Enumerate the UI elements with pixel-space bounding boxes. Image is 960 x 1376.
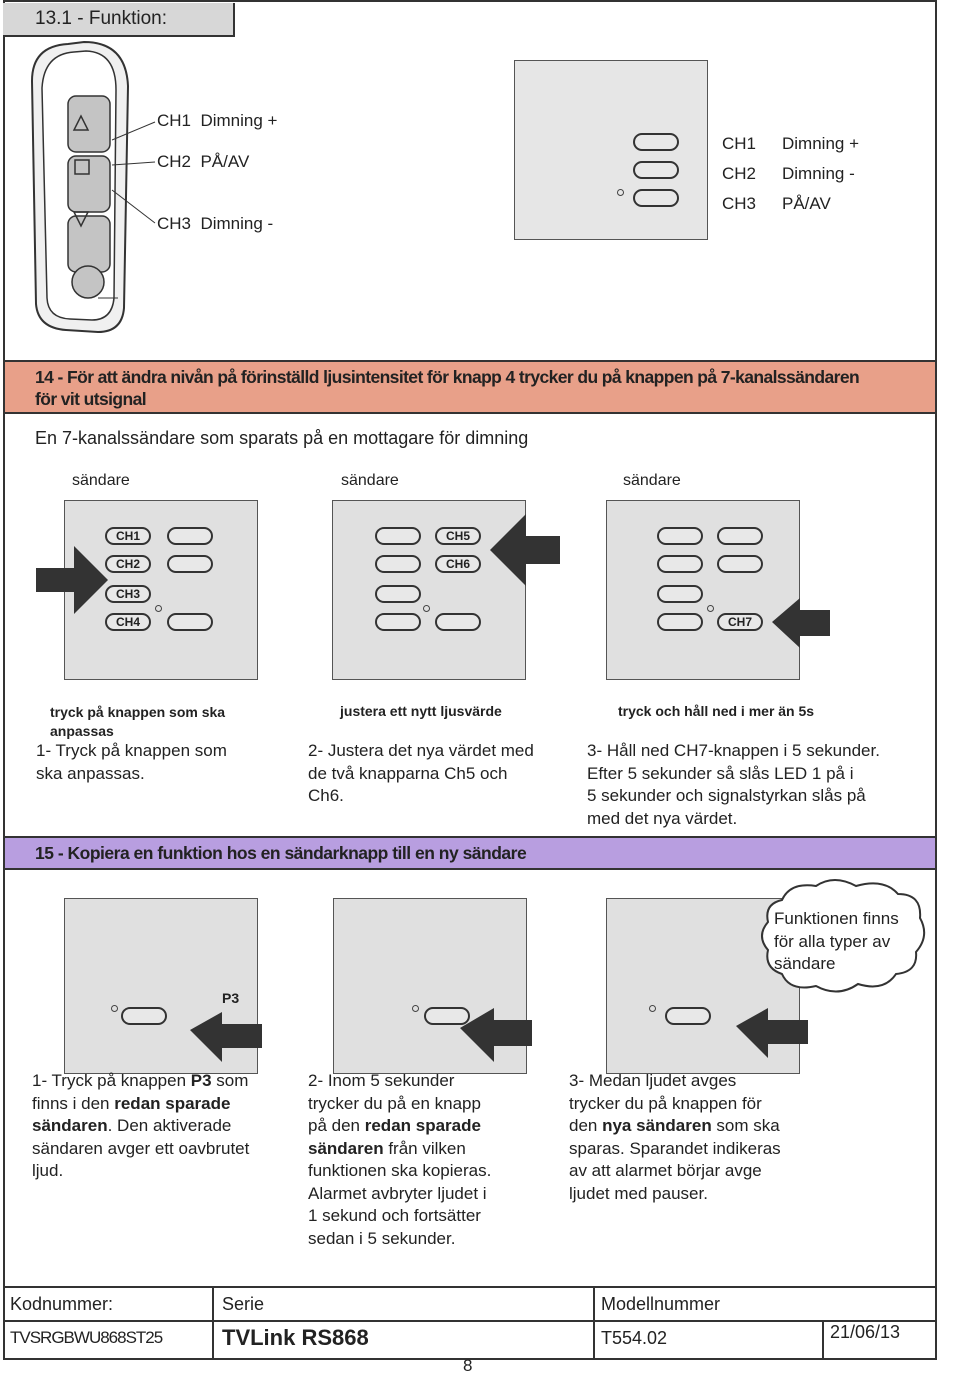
button-blank[interactable] (717, 527, 763, 545)
arrow-left-icon (772, 598, 830, 648)
remote-button-icons (72, 114, 90, 228)
step3-text: 3- Håll ned CH7-knappen i 5 sekunder.Eft… (587, 741, 880, 828)
copy-step1-text: 1- Tryck på knappen P3 som finns i den r… (32, 1071, 250, 1180)
transmitter-panel-2: CH5 CH6 (332, 500, 526, 680)
footer-mid-border (3, 1320, 937, 1322)
led-indicator (155, 605, 162, 612)
arrow-left-icon (190, 1012, 262, 1062)
button-blank[interactable] (657, 555, 703, 573)
transmitter-button[interactable] (665, 1007, 711, 1025)
led-indicator (111, 1005, 118, 1012)
led-indicator (412, 1005, 419, 1012)
p3-label: P3 (222, 990, 240, 1006)
section-15-banner: 15 - Kopiera en funktion hos en sändarkn… (3, 836, 937, 870)
arrow-left-icon (490, 514, 560, 586)
button-blank[interactable] (657, 527, 703, 545)
switch-button-ch2[interactable] (633, 161, 679, 179)
button-ch1[interactable]: CH1 (105, 527, 151, 545)
button-ch6[interactable]: CH6 (435, 555, 481, 573)
button-blank[interactable] (657, 585, 703, 603)
switch-button-ch1[interactable] (633, 133, 679, 151)
arrow-right-icon (36, 546, 108, 614)
remote-label-ch3: CH3 Dimning - (157, 214, 274, 233)
footer-serie-label: Serie (222, 1294, 265, 1314)
remote-label-ch1: CH1 Dimning + (157, 111, 278, 130)
caption-step2: justera ett nytt ljusvärde (340, 703, 502, 719)
button-blank[interactable] (435, 613, 481, 631)
button-ch5[interactable]: CH5 (435, 527, 481, 545)
footer-divider (593, 1286, 595, 1358)
button-blank[interactable] (717, 555, 763, 573)
remote-control-illustration (30, 40, 130, 334)
button-ch7[interactable]: CH7 (717, 613, 763, 631)
footer-date: 21/06/13 (830, 1322, 901, 1342)
footer-divider (212, 1286, 214, 1358)
button-ch2[interactable]: CH2 (105, 555, 151, 573)
button-ch3[interactable]: CH3 (105, 585, 151, 603)
button-ch4[interactable]: CH4 (105, 613, 151, 631)
led-indicator (649, 1005, 656, 1012)
led-indicator (707, 605, 714, 612)
caption-step3: tryck och håll ned i mer än 5s (618, 703, 815, 719)
button-blank[interactable] (375, 527, 421, 545)
section-14-subtitle: En 7-kanalssändare som sparats på en mot… (35, 428, 529, 448)
remote-leader-lines (111, 121, 156, 224)
panel1-title: sändare (72, 472, 130, 489)
button-blank[interactable] (375, 555, 421, 573)
wall-switch-panel (514, 60, 708, 240)
copy-step2-text: 2- Inom 5 sekunder trycker du på en knap… (308, 1071, 492, 1248)
footer-divider (822, 1320, 824, 1358)
down-arrow-icon (72, 211, 90, 228)
footer-modell-label: Modellnummer (601, 1294, 721, 1314)
panel2-title: sändare (341, 472, 399, 489)
led-indicator (423, 605, 430, 612)
up-arrow-icon (72, 114, 90, 131)
footer-serie: TVLink RS868 (222, 1325, 369, 1350)
footer-modell: T554.02 (601, 1328, 668, 1348)
caption-step1: tryck på knappen som ska anpassas (50, 704, 226, 739)
footer-top-border (3, 1286, 937, 1288)
section-14-banner: 14 - För att ändra nivån på förinställd … (3, 360, 937, 414)
copy-step3-text: 3- Medan ljudet avges trycker du på knap… (569, 1071, 781, 1203)
button-blank[interactable] (375, 585, 421, 603)
button-blank[interactable] (657, 613, 703, 631)
cloud-callout (761, 879, 926, 993)
panel3-title: sändare (623, 472, 681, 489)
footer-kodnummer-label: Kodnummer: (10, 1294, 114, 1314)
button-blank[interactable] (375, 613, 421, 631)
page-number: 8 (463, 1356, 473, 1375)
switch-button-ch3[interactable] (633, 189, 679, 207)
button-blank[interactable] (167, 527, 213, 545)
section-13-title: 13.1 - Funktion: (3, 3, 235, 37)
footer-kodnummer: TVSRGBWU868ST25 (10, 1328, 163, 1347)
led-indicator (617, 189, 624, 196)
transmitter-panel-3: CH7 (606, 500, 800, 680)
button-p3[interactable] (121, 1007, 167, 1025)
square-icon (74, 159, 90, 175)
arrow-left-icon (460, 1008, 532, 1062)
transmitter-button[interactable] (424, 1007, 470, 1025)
arrow-left-icon (736, 1008, 808, 1058)
button-blank[interactable] (167, 613, 213, 631)
remote-label-ch2: CH2 PÅ/AV (157, 152, 250, 171)
page-frame (3, 0, 937, 1360)
button-blank[interactable] (167, 555, 213, 573)
